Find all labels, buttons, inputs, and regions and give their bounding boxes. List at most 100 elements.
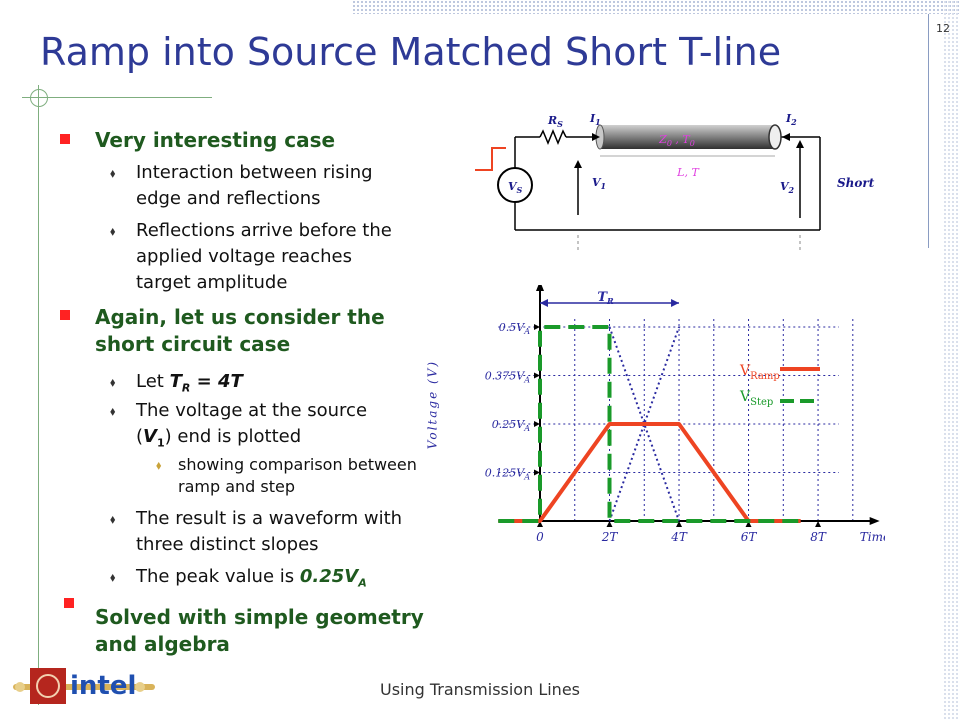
- text-line: applied voltage reaches: [136, 246, 352, 267]
- text-line: Interaction between rising: [136, 162, 373, 183]
- text-line: showing comparison between: [178, 455, 417, 474]
- tr-arrow-left-icon: [540, 299, 548, 307]
- text-fragment: (: [136, 426, 144, 447]
- title-underline-decor: [22, 97, 212, 98]
- logo-bead: [15, 682, 25, 692]
- arrow-v2-icon: [796, 140, 804, 148]
- right-decor-line: [928, 14, 929, 248]
- bullet-solved: Solved with simple geometry and algebra: [95, 604, 424, 658]
- sub-bullet-icon: ⬧: [110, 404, 116, 418]
- resistor-rs-icon: [539, 129, 567, 145]
- y-tick-mark: [534, 421, 540, 427]
- logo-text: intel: [70, 671, 136, 701]
- text-fragment: The peak value is: [136, 566, 300, 587]
- voltage-source-icon: [497, 167, 533, 203]
- label-short: Short: [837, 176, 875, 190]
- x-tick-label: 6T: [741, 530, 758, 544]
- sub-bullet-voltage-source: The voltage at the source (V1) end is pl…: [136, 398, 367, 457]
- arrow-i2-icon: [782, 133, 790, 141]
- bullet-square: [60, 134, 70, 144]
- text-line: Again, let us consider the: [95, 305, 385, 329]
- sub-bullet-icon: ⬧: [110, 224, 116, 238]
- text-line: edge and reflections: [136, 188, 321, 209]
- sub-bullet-reflections: Reflections arrive before the applied vo…: [136, 218, 392, 296]
- tr-arrow-right-icon: [671, 299, 680, 307]
- arrow-i1-icon: [592, 133, 600, 141]
- x-tick-mark: [537, 521, 543, 527]
- sub-sub-bullet-comparison: showing comparison between ramp and step: [178, 454, 417, 498]
- sub-bullet-icon: ⬧: [110, 166, 116, 180]
- text-fragment: ) end is plotted: [164, 426, 302, 447]
- y-axis-label: Voltage (V): [425, 360, 439, 449]
- text-line: Reflections arrive before the: [136, 220, 392, 241]
- sub-bullet-let-tr: Let TR = 4T: [136, 369, 243, 402]
- decor-circle: [30, 89, 48, 107]
- text-fragment: = 4T: [190, 371, 243, 392]
- y-tick-mark: [534, 372, 540, 379]
- intel-logo: intel: [13, 668, 155, 704]
- y-tick-label: 0.375VA: [485, 370, 530, 385]
- bullet-very-interesting: Very interesting case: [95, 128, 336, 152]
- text-fragment: 0.25V: [299, 566, 359, 587]
- text-line: Solved with simple geometry: [95, 605, 424, 629]
- sub-bullet-interaction: Interaction between rising edge and refl…: [136, 160, 373, 212]
- logo-seal-ring: [36, 674, 60, 698]
- text-line: ramp and step: [178, 477, 296, 496]
- text-fragment: Let: [136, 371, 170, 392]
- text-fragment: T: [169, 371, 182, 392]
- text-fragment: V: [143, 426, 157, 447]
- y-axis-arrow-icon: [536, 285, 544, 291]
- series-line-step: [498, 325, 801, 523]
- x-tick-mark: [676, 521, 683, 527]
- text-fragment: 1: [156, 436, 165, 450]
- tr-label: TR: [597, 290, 614, 306]
- x-tick-mark: [815, 521, 822, 527]
- line-end-icon: [768, 124, 782, 150]
- text-line: and algebra: [95, 632, 230, 656]
- y-tick-mark: [534, 324, 540, 330]
- x-tick-mark: [745, 521, 752, 527]
- label-i2: I2: [785, 112, 797, 127]
- text-fragment: R: [181, 381, 191, 395]
- label-v1: V1: [592, 176, 606, 191]
- label-vs: VS: [508, 180, 523, 195]
- label-v2: V2: [780, 180, 795, 195]
- left-decor-line: [38, 85, 39, 705]
- bullet-square: [60, 310, 70, 320]
- text-line: (V1) end is plotted: [136, 424, 367, 457]
- logo-bead: [135, 682, 145, 692]
- y-tick-mark: [534, 469, 540, 476]
- label-rs: RS: [547, 114, 563, 129]
- sub-bullet-icon: ⬧: [110, 512, 116, 526]
- text-line: The result is a waveform with: [136, 508, 403, 529]
- x-tick-label: 0: [536, 530, 544, 544]
- bullet-square: [64, 598, 74, 608]
- y-tick-label: 0.5VA: [499, 321, 530, 336]
- x-axis-arrow-icon: [869, 517, 880, 525]
- transmission-line-icon: [600, 125, 775, 149]
- label-length: L, T: [676, 166, 700, 179]
- y-tick-label: 0.25VA: [492, 418, 530, 433]
- slide-title: Ramp into Source Matched Short T-line: [40, 30, 782, 74]
- slide-number: 12: [936, 22, 950, 35]
- construction-line: [608, 326, 680, 522]
- text-line: short circuit case: [95, 332, 291, 356]
- text-line: three distinct slopes: [136, 534, 319, 555]
- step-symbol-icon: [475, 147, 506, 171]
- text-fragment: A: [358, 576, 367, 590]
- sub-bullet-icon: ⬧: [110, 375, 116, 389]
- x-axis-label: Time (ns): [860, 530, 885, 544]
- text-line: target amplitude: [136, 272, 288, 293]
- label-z0-t0: Z0 , T0: [658, 133, 695, 148]
- legend-label: VStep: [739, 389, 773, 408]
- x-tick-label: 2T: [601, 530, 619, 544]
- right-dotted-band: [943, 0, 960, 720]
- bullet-again: Again, let us consider the short circuit…: [95, 304, 385, 358]
- x-tick-mark: [606, 521, 613, 527]
- y-tick-label: 0.125VA: [485, 467, 530, 482]
- arrow-v1-icon: [574, 160, 582, 168]
- x-tick-label: 4T: [670, 530, 688, 544]
- circuit-schematic: VS Z0 , T0 L, T RS I1 I2 V1 V2 Short: [475, 112, 875, 250]
- top-dotted-band: [352, 0, 960, 14]
